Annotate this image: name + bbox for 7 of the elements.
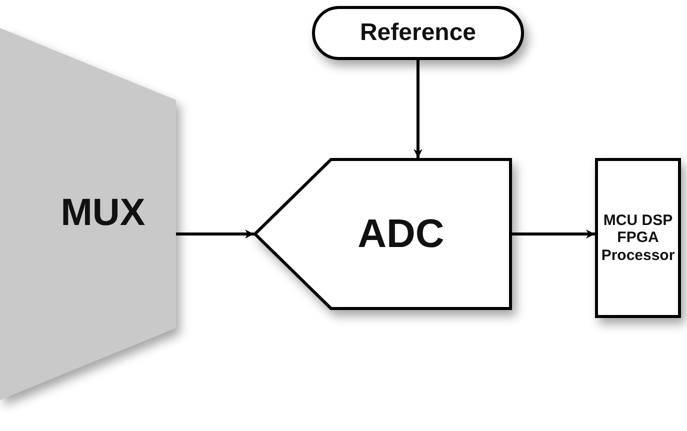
node-label: ADC — [358, 211, 444, 257]
node-label: Reference — [360, 19, 476, 47]
node-label: MCU DSP FPGA Processor — [600, 212, 676, 264]
arrow — [176, 230, 254, 238]
arrow — [512, 230, 595, 238]
arrow — [414, 60, 422, 158]
node-label: MUX — [60, 192, 146, 236]
